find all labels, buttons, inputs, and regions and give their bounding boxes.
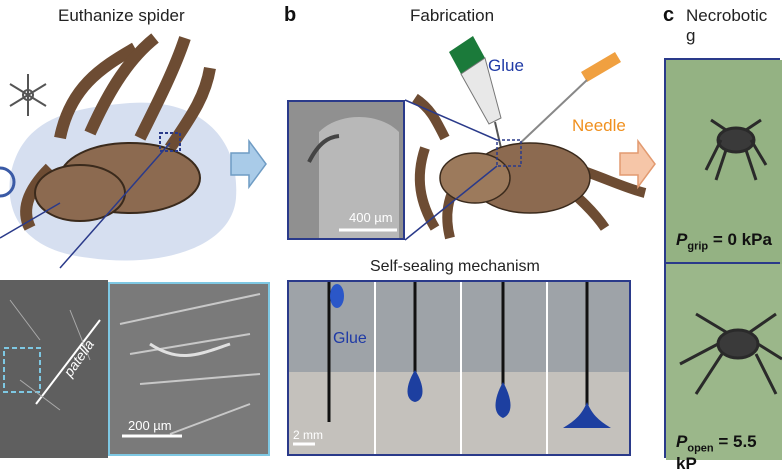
panel-c-letter: c: [663, 4, 675, 26]
euthanize-illustration: [0, 33, 237, 269]
p-open-label: Popen = 5.5 kP: [676, 432, 757, 474]
sem-leg-closeup: 200 µm: [108, 282, 270, 456]
panel-b-letter: b: [284, 4, 297, 26]
scalebar-photo-label: 2 mm: [293, 428, 323, 442]
arrow-right-icon: [619, 138, 656, 190]
scalebar-label: 200 µm: [128, 418, 172, 433]
panel-b-title: Fabrication: [410, 6, 495, 25]
needle-icon: [514, 52, 621, 149]
glue-label: Glue: [488, 56, 524, 75]
gripper-open-photo: Popen = 5.5 kP: [664, 262, 782, 473]
panel-a-title: Euthanize spider: [58, 6, 185, 25]
fabrication-illustration: [404, 36, 647, 241]
sem-needle-image: 400 µm: [287, 100, 405, 240]
gripper-closed-photo: Pgrip = 0 kPa: [664, 58, 782, 264]
self-sealing-photos: Glue 2 mm: [287, 280, 631, 456]
glue-syringe-icon: [449, 36, 502, 149]
arrow-right-icon: [230, 138, 267, 190]
scalebar-sem-label: 400 µm: [349, 210, 393, 225]
p-grip-label: Pgrip = 0 kPa: [676, 230, 772, 253]
needle-label: Needle: [572, 116, 626, 135]
panel-c-title: Necrobotic g: [686, 6, 768, 45]
sem-leg-overview: patella: [0, 280, 108, 458]
glue-drop-label: Glue: [333, 330, 367, 347]
self-sealing-title: Self-sealing mechanism: [370, 258, 540, 275]
snowflake-icon: [9, 74, 47, 116]
